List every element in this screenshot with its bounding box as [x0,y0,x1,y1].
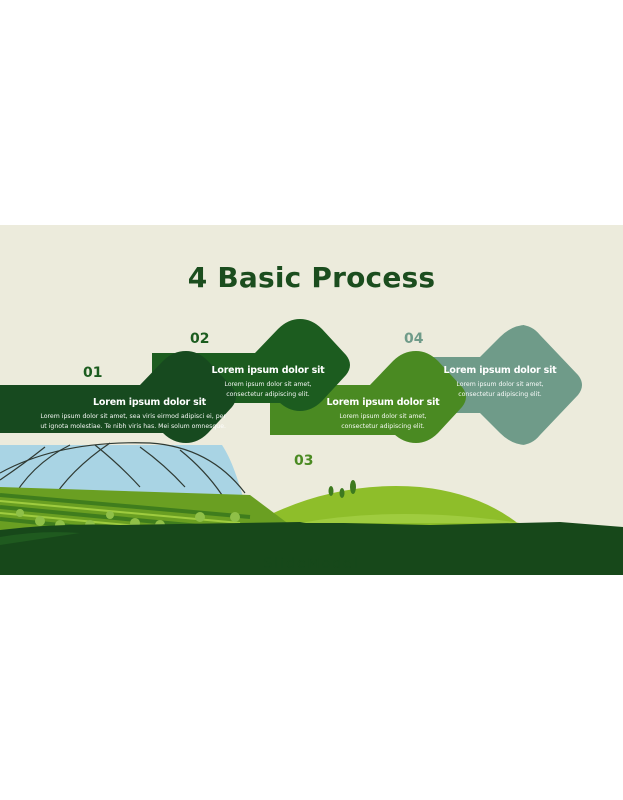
step-number-01: 01 [83,365,102,381]
step-text-03: Lorem ipsum dolor sit Lorem ipsum dolor … [320,397,446,432]
step-body-line: consectetur adipiscing elit. [442,390,558,400]
step-body-line: ut ignota molestiae. Te nibh viris has. … [18,422,228,432]
step-heading: Lorem ipsum dolor sit [18,397,228,409]
watermark: SlideModel [0,556,623,572]
step-body-line: Lorem ipsum dolor sit amet, [205,380,331,390]
step-text-01: Lorem ipsum dolor sit Lorem ipsum dolor … [18,397,228,432]
step-body-line: Lorem ipsum dolor sit amet, [320,412,446,422]
slide-title: 4 Basic Process [0,261,623,294]
step-heading: Lorem ipsum dolor sit [205,365,331,377]
step-text-04: Lorem ipsum dolor sit Lorem ipsum dolor … [442,365,558,400]
step-body-line: consectetur adipiscing elit. [320,422,446,432]
step-body-line: consectetur adipiscing elit. [205,390,331,400]
step-number-02: 02 [190,331,209,347]
step-body-line: Lorem ipsum dolor sit amet, sea viris ei… [18,412,228,422]
slide: 4 Basic Process 01 02 03 04 Lorem ipsum … [0,225,623,575]
step-heading: Lorem ipsum dolor sit [442,365,558,377]
step-number-03: 03 [294,453,313,469]
step-heading: Lorem ipsum dolor sit [320,397,446,409]
step-number-04: 04 [404,331,423,347]
step-body-line: Lorem ipsum dolor sit amet, [442,380,558,390]
step-text-02: Lorem ipsum dolor sit Lorem ipsum dolor … [205,365,331,400]
